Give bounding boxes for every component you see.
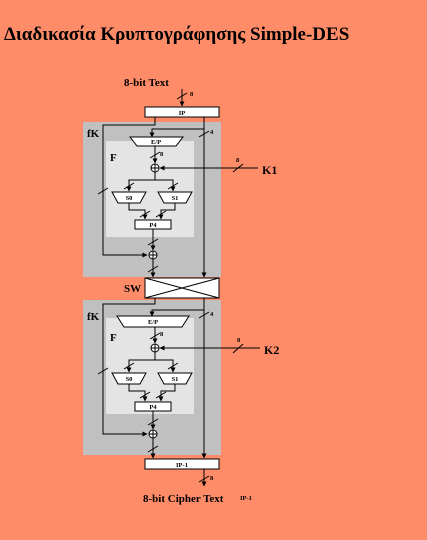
bits-label: 8 [210, 475, 214, 482]
s1-box-2 [157, 372, 193, 385]
k2-label: K2 [264, 343, 279, 357]
f-label-2: F [110, 332, 117, 344]
bits-label: 8 [237, 337, 241, 344]
ip-inverse-note: IP-1 [240, 495, 252, 502]
s0-label-2: S0 [126, 376, 133, 383]
input-text-label: 8-bit Text [124, 77, 169, 89]
f-label-1: F [110, 152, 117, 164]
p4-label-2: P4 [149, 404, 157, 411]
s1-box-1 [157, 191, 193, 204]
page-title: Διαδικασία Κρυπτογράφησης Simple-DES [4, 24, 350, 45]
k1-label: K1 [262, 163, 277, 177]
bits-label: 8 [160, 151, 164, 158]
ep-label-2: E/P [148, 319, 158, 326]
bits-label: 8 [190, 91, 194, 98]
ip-inverse-box-label: IP-1 [176, 462, 188, 469]
p4-label-1: P4 [149, 222, 157, 229]
s1-label-1: S1 [172, 195, 179, 202]
fk-label-2: fK [87, 311, 100, 323]
ep-box-2 [116, 315, 190, 328]
fk-label-1: fK [87, 128, 100, 140]
ep-label-1: E/P [151, 139, 161, 146]
bits-label: 4 [210, 129, 214, 136]
ip-inverse-box [144, 458, 220, 470]
bits-label: 8 [236, 157, 240, 164]
output-text-label: 8-bit Cipher Text [143, 493, 224, 505]
s0-label-1: S0 [126, 195, 133, 202]
ip-box-label: IP [179, 110, 186, 117]
bits-label: 4 [210, 311, 214, 318]
s0-box-1 [111, 191, 147, 204]
bits-label: 8 [160, 331, 164, 338]
ep-box-1 [128, 136, 185, 147]
sw-label: SW [124, 283, 141, 295]
s0-box-2 [111, 372, 147, 385]
ip-box [144, 106, 220, 118]
f-block-2 [106, 318, 194, 414]
s1-label-2: S1 [172, 376, 179, 383]
